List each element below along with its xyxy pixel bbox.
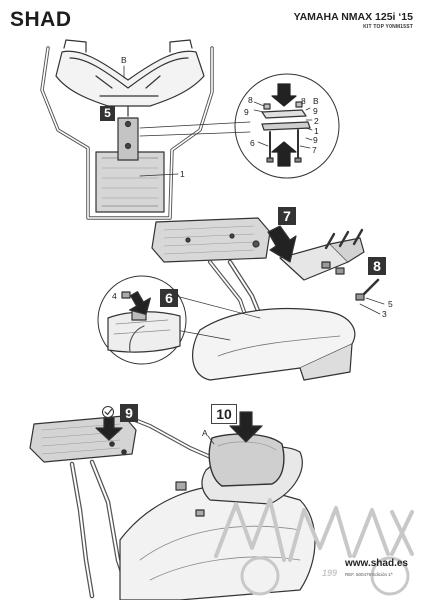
label-rack-5: 5 (388, 299, 393, 309)
bolt-detail-circle (234, 73, 340, 179)
label-part-1: 1 (180, 169, 185, 179)
label-detail-8: 8 (248, 95, 253, 105)
label-a: A (202, 428, 208, 438)
label-detail-8b: 8 (301, 96, 306, 106)
label-detail-7: 7 (312, 145, 317, 155)
middle-rack-drawing (151, 217, 385, 381)
label-detail-9a: 9 (244, 107, 249, 117)
step-5-badge: 5 (100, 106, 115, 121)
step-10-badge: 10 (211, 404, 237, 424)
top-frame-drawing (40, 39, 251, 220)
label-detail-b: B (313, 96, 319, 106)
step-6-badge: 6 (160, 289, 178, 307)
clip-detail-circle (97, 275, 187, 365)
label-rack-3: 3 (382, 309, 387, 319)
step-7-badge: 7 (278, 207, 296, 225)
reference-code: REF. 500479 Edición 1ª (345, 572, 393, 577)
label-clip-4: 4 (112, 291, 117, 301)
label-detail-6: 6 (250, 138, 255, 148)
website-link[interactable]: www.shad.es (345, 558, 408, 569)
step-9-badge: 9 (120, 404, 138, 422)
shad-logo: SHAD (10, 8, 72, 31)
label-detail-1: 1 (314, 126, 319, 136)
label-b-top: B (121, 55, 127, 65)
model-title: YAMAHA NMAX 125i ‘15 (293, 11, 413, 23)
label-detail-9c: 9 (313, 135, 318, 145)
watermark-number: 199 (322, 568, 338, 578)
kit-code: KIT TOP Y0NM15ST (363, 24, 413, 30)
step-8-badge: 8 (368, 257, 386, 275)
nmax-watermark (214, 498, 414, 596)
label-detail-2: 2 (314, 116, 319, 126)
bottom-rack-drawing (29, 406, 316, 600)
label-detail-9b: 9 (313, 106, 318, 116)
